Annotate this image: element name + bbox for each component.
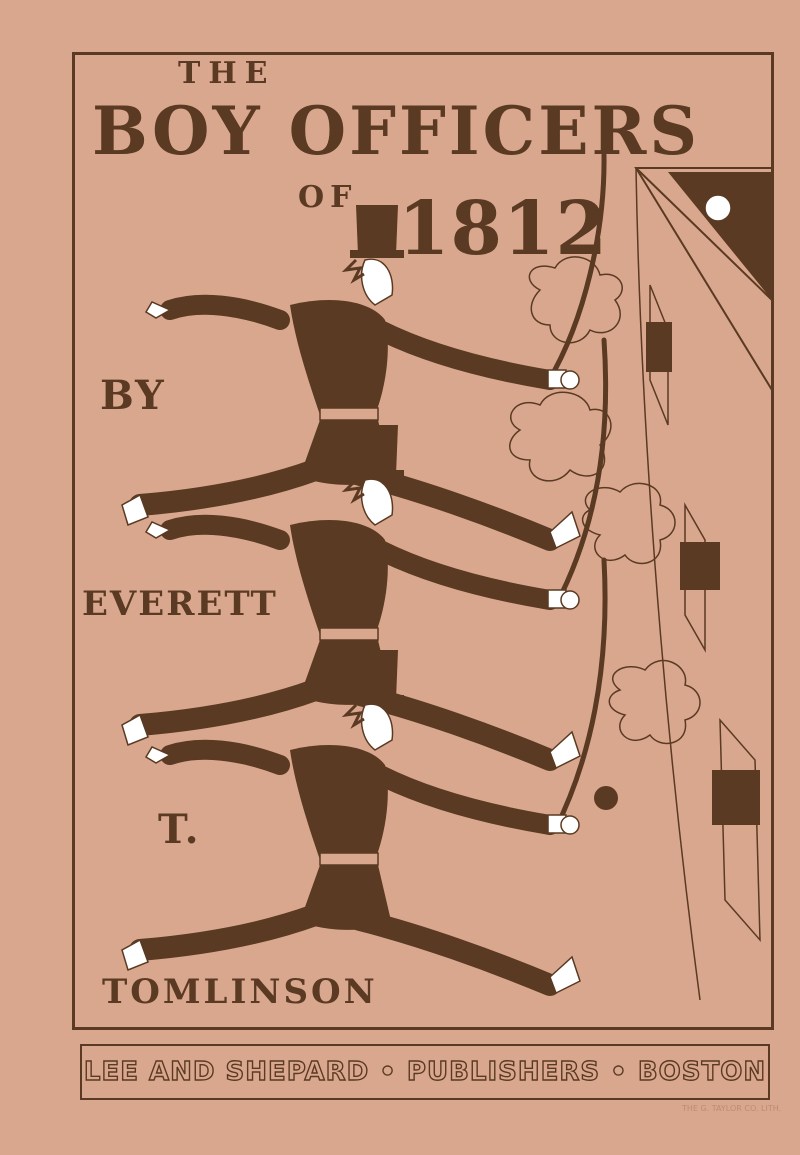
- title-main: BOY OFFICERS: [92, 92, 701, 170]
- by-label: BY: [100, 372, 166, 419]
- cannon-smoke: [509, 256, 701, 745]
- cannon-ports: [646, 284, 761, 943]
- printer-mark: THE G. TAYLOR CO. LITH.: [682, 1104, 782, 1113]
- officer-top: [122, 205, 580, 548]
- title-the: THE: [178, 56, 276, 91]
- title-of: OF: [298, 180, 358, 215]
- author-first-name: EVERETT: [82, 584, 278, 624]
- swords: [545, 152, 609, 833]
- publisher-box: LEE AND SHEPARD • PUBLISHERS • BOSTON: [80, 1044, 770, 1100]
- cannonball: [594, 786, 618, 810]
- poster-frame: [72, 52, 774, 1030]
- officer-bottom: [122, 650, 580, 993]
- author-middle-initial: T.: [158, 806, 201, 853]
- author-last-name: TOMLINSON: [102, 972, 378, 1012]
- officer-middle: [122, 425, 580, 768]
- publisher-text: LEE AND SHEPARD • PUBLISHERS • BOSTON: [83, 1056, 767, 1087]
